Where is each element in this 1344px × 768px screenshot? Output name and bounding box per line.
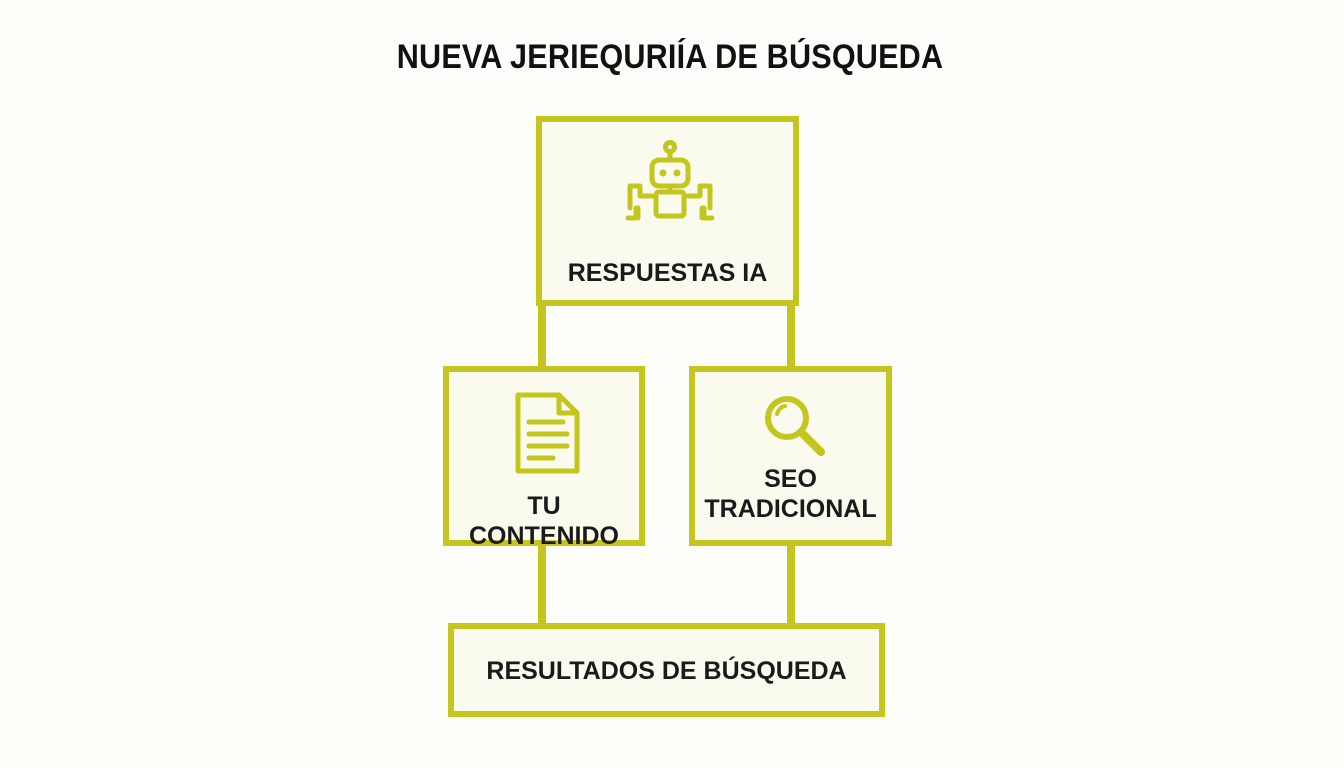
tradicional-text: TRADICIONAL bbox=[704, 495, 877, 523]
node-seo-tradicional-label: SEO TRADICIONAL bbox=[695, 464, 886, 524]
seo-text: SEO bbox=[764, 465, 817, 493]
respuestas-ia-text: RESPUESTAS IA bbox=[567, 259, 768, 287]
node-tu-contenido-label: TU CONTENIDO bbox=[449, 491, 639, 551]
connector-top-right bbox=[787, 300, 795, 370]
document-icon bbox=[515, 392, 580, 474]
node-tu-contenido: TU CONTENIDO bbox=[443, 366, 645, 550]
node-seo-tradicional: SEO TRADICIONAL bbox=[689, 366, 892, 546]
tu-contenido-text: TU CONTENIDO bbox=[469, 492, 619, 550]
resultados-de-busqueda-text: RESULTADOS DE BÚSQUEDA bbox=[486, 657, 847, 685]
diagram-title: NUEVA JERIEQURIÍA DE BÚSQUEDA bbox=[396, 38, 944, 76]
magnifier-icon bbox=[765, 396, 825, 456]
node-resultados-label: RESULTADOS DE BÚSQUEDA bbox=[454, 656, 879, 686]
node-resultados-de-busqueda: RESULTADOS DE BÚSQUEDA bbox=[448, 623, 885, 717]
node-respuestas-ia: RESPUESTAS IA bbox=[536, 116, 799, 306]
node-respuestas-ia-label: RESPUESTAS IA bbox=[542, 258, 793, 288]
robot-icon bbox=[625, 140, 715, 221]
connector-right-bottom bbox=[787, 542, 795, 628]
connector-top-left bbox=[538, 300, 546, 370]
connector-left-bottom bbox=[538, 542, 546, 628]
